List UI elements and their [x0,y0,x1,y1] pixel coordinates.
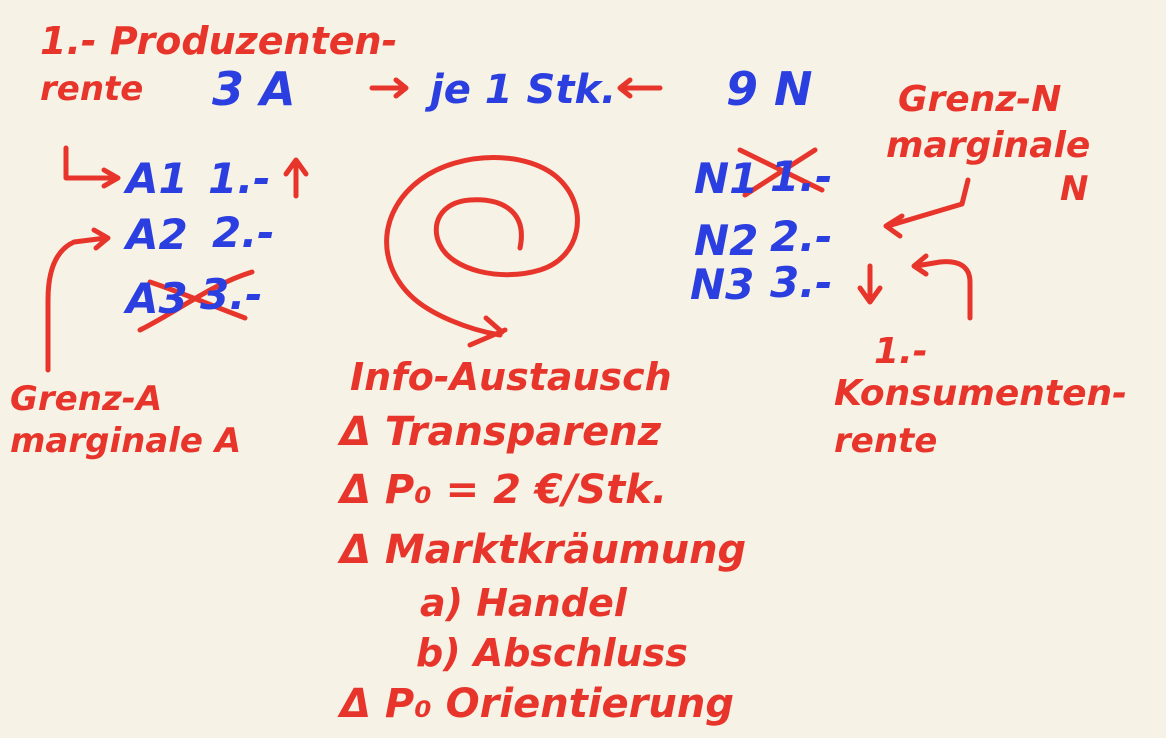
consumer-rent-line3: rente [834,421,938,461]
seller-a2-price: 2.- [212,208,275,257]
arrow-left-icon [617,77,663,99]
grenz-a-line2: marginale A [10,421,242,461]
process-item-info-austausch: Info-Austausch [350,355,672,399]
supply-count: 3 A [212,62,296,116]
cross-a3-icon [137,269,255,333]
grenz-a-line1: Grenz-A [10,379,163,419]
buyer-n1-price: 1.- [770,152,833,201]
seller-a2-label: A2 [126,210,188,259]
per-unit-label: je 1 Stk. [430,67,617,113]
grenz-n-arrow-icon [883,177,971,239]
grenz-n-line1: Grenz-N [898,79,1062,120]
producer-rent-line1: 1.- Produzenten- [40,19,398,63]
process-item-transparenz: Δ Transparenz [340,409,662,455]
up-arrow-icon [283,157,309,199]
buyer-n3-price: 3.- [770,258,833,307]
seller-a3-label: A3 [126,274,188,323]
grenz-n-line2: marginale [886,125,1091,166]
cross-n1-icon [737,147,825,198]
process-item-handel: a) Handel [420,581,627,625]
seller-a3-price: 3.- [200,270,263,319]
process-item-marktraeumung: Δ Marktkräumung [340,527,747,573]
seller-a1-price: 1.- [208,154,271,203]
process-item-price: Δ P₀ = 2 €/Stk. [340,467,668,513]
consumer-hook-arrow-icon [911,253,973,321]
grenz-a-arrow-icon [45,227,111,373]
buyer-n3-label: N3 [690,260,755,309]
buyer-n2-label: N2 [694,216,759,265]
producer-rent-line2: rente [40,69,144,109]
buyer-n1-label: N1 [694,154,759,203]
demand-count: 9 N [726,62,813,116]
seller-a1-label: A1 [126,154,188,203]
hook-arrow-icon [63,145,121,189]
down-arrow-icon [857,263,883,305]
process-item-abschluss: b) Abschluss [416,631,688,675]
consumer-rent-line2: Konsumenten- [834,373,1128,414]
spiral-icon [384,155,580,348]
buyer-n2-price: 2.- [770,212,833,261]
grenz-n-line3: N [1060,169,1089,209]
process-item-orientierung: Δ P₀ Orientierung [340,681,734,727]
consumer-rent-line1: 1.- [874,331,928,372]
arrow-right-icon [369,77,409,99]
